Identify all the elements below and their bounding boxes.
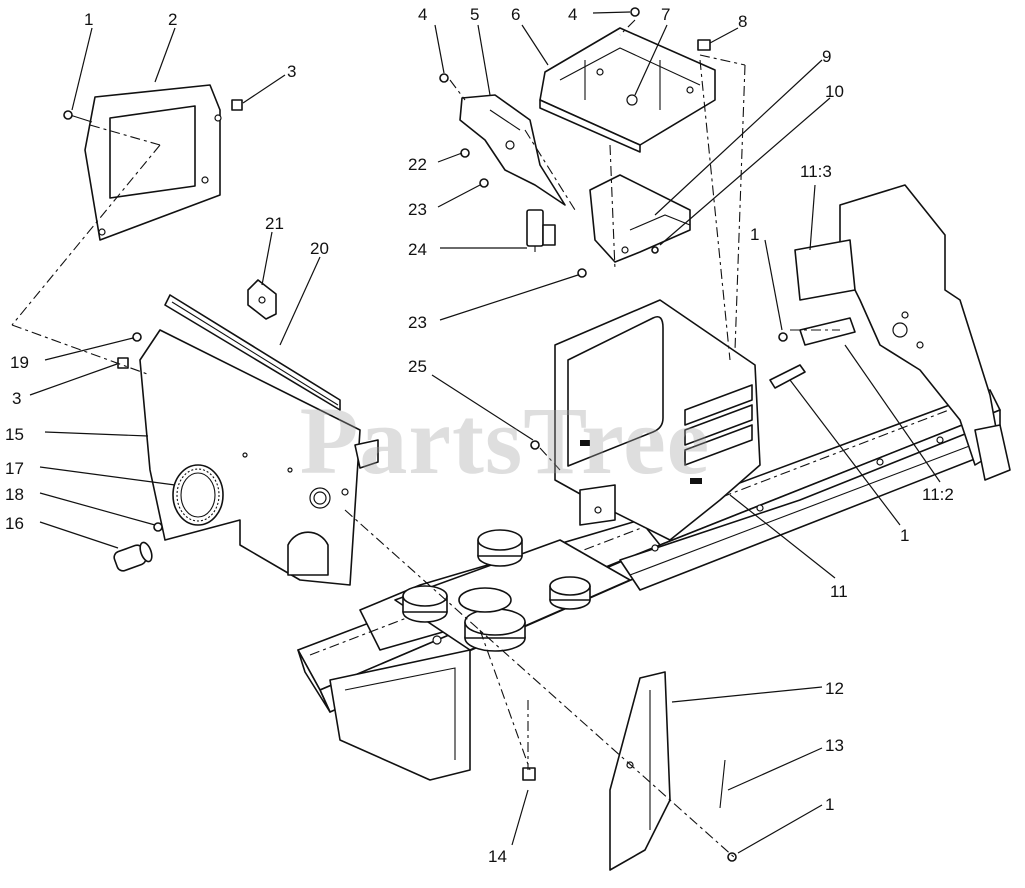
callout: 16 — [5, 514, 24, 533]
callout: 19 — [10, 353, 29, 372]
callout: 10 — [825, 82, 844, 101]
callout: 11:3 — [800, 162, 832, 181]
pulley-large — [464, 608, 526, 652]
callout: 14 — [488, 847, 507, 866]
callout: 12 — [825, 679, 844, 698]
callout: 3 — [287, 62, 296, 81]
clip-8 — [697, 39, 711, 51]
callout: 22 — [408, 155, 427, 174]
screw-4b — [630, 7, 640, 17]
switch-24 — [526, 209, 556, 252]
screw-1d — [727, 852, 737, 862]
housing-11 — [554, 299, 761, 541]
screw-1 — [63, 110, 93, 123]
label-13 — [719, 759, 726, 809]
callout: 11 — [830, 582, 848, 601]
bolt-25 — [530, 440, 540, 450]
assembly-lines — [11, 19, 840, 859]
nut-23a — [479, 178, 489, 188]
bracket-21 — [247, 279, 277, 320]
callout: 1 — [84, 10, 93, 29]
clip-3 — [231, 99, 243, 111]
callout: 1 — [750, 225, 759, 244]
nut-23b — [577, 268, 587, 278]
clip-14 — [522, 767, 536, 781]
callout-labels: 1 2 3 4 5 6 4 7 8 9 10 11:3 21 20 22 23 … — [5, 5, 954, 866]
pulley — [402, 585, 448, 623]
callout: 2 — [168, 10, 177, 29]
callout: 15 — [5, 425, 24, 444]
leader-lines — [29, 11, 941, 854]
callout: 1 — [825, 795, 834, 814]
callout: 24 — [408, 240, 427, 259]
callout: 17 — [5, 459, 24, 478]
callout: 20 — [310, 239, 329, 258]
bar-20 — [164, 294, 341, 411]
panel-2 — [84, 84, 222, 241]
callout: 5 — [470, 5, 479, 24]
plate-12 — [609, 671, 671, 871]
callout: 6 — [511, 5, 520, 24]
callout: 4 — [418, 5, 427, 24]
callout: 3 — [12, 389, 21, 408]
callout: 18 — [5, 485, 24, 504]
bracket-9 — [589, 174, 691, 263]
latch — [769, 364, 806, 389]
knob — [113, 541, 153, 572]
callout: 21 — [265, 214, 284, 233]
pulley — [549, 576, 591, 610]
deck-plate — [394, 529, 631, 652]
bolt-10 — [651, 246, 659, 254]
bolt-19 — [132, 332, 142, 342]
pulley — [477, 529, 523, 567]
callout: 7 — [661, 5, 670, 24]
callout: 1 — [900, 526, 909, 545]
bolt-18 — [153, 522, 163, 532]
side-panel-left — [139, 329, 379, 586]
callout: 11:2 — [922, 485, 954, 504]
callout: 23 — [408, 200, 427, 219]
strip-11-2 — [799, 317, 856, 346]
screw-4a — [439, 73, 449, 83]
bracket-5 — [459, 94, 566, 206]
callout: 9 — [822, 47, 831, 66]
callout: 25 — [408, 357, 427, 376]
bolt-1b — [778, 332, 788, 342]
callout: 4 — [568, 5, 577, 24]
callout: 8 — [738, 12, 747, 31]
callout: 23 — [408, 313, 427, 332]
nut-22 — [460, 148, 470, 158]
side-panel-right — [794, 184, 1011, 481]
callout: 13 — [825, 736, 844, 755]
vent-grille — [172, 464, 224, 526]
mount-6 — [539, 27, 716, 153]
